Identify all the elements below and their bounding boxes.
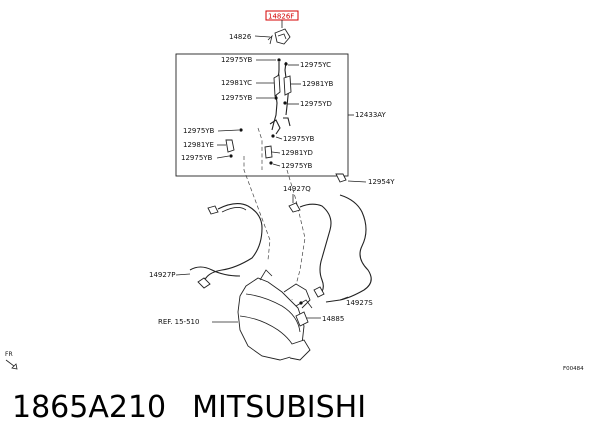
fr-arrow-icon (5, 359, 18, 370)
label-12975yb-6[interactable]: 12975YB (281, 162, 313, 170)
label-12975yb-5[interactable]: 12975YB (283, 135, 315, 143)
parts-diagram: 14826F 14826 12433AY 12975YB 12975YC 129… (5, 10, 584, 372)
label-12975yb-1[interactable]: 12975YB (221, 56, 253, 64)
figure-code: F00484 (563, 366, 584, 372)
label-12981yc[interactable]: 12981YC (221, 79, 252, 87)
label-14927q[interactable]: 14927Q (283, 185, 311, 193)
label-14927p[interactable]: 14927P (149, 271, 176, 279)
label-14826f[interactable]: 14826F (268, 13, 294, 21)
label-14885[interactable]: 14885 (322, 315, 344, 323)
caption: 1865A210 MITSUBISHI (12, 390, 366, 430)
sensor-14927s (313, 286, 325, 298)
top-connector (274, 28, 291, 45)
label-14927s[interactable]: 14927S (346, 299, 373, 307)
sensor-wire-right (288, 194, 372, 303)
brand-name: MITSUBISHI (192, 390, 367, 425)
label-12975yd[interactable]: 12975YD (300, 100, 332, 108)
label-12975yb-4[interactable]: 12975YB (181, 154, 213, 162)
sensor-14927p (197, 277, 211, 289)
label-12981ye[interactable]: 12981YE (183, 141, 214, 149)
sensor-wire-left (199, 203, 263, 283)
routing-dash-left (243, 156, 271, 261)
connector-12954y (335, 173, 347, 183)
label-ref[interactable]: REF. 15-510 (158, 318, 199, 326)
part-number: 1865A210 (12, 390, 167, 425)
label-14826[interactable]: 14826 (229, 33, 252, 41)
routing-dash-right (286, 169, 306, 301)
leader-14826 (254, 35, 271, 38)
clip-14826 (267, 34, 273, 45)
label-12975yc[interactable]: 12975YC (300, 61, 331, 69)
hose-assembly (225, 58, 292, 165)
catalytic-converter (237, 269, 313, 361)
label-12981yb[interactable]: 12981YB (302, 80, 334, 88)
label-12975yb-3[interactable]: 12975YB (183, 127, 215, 135)
label-12433ay[interactable]: 12433AY (355, 111, 387, 119)
direction-label: FR (5, 351, 13, 358)
label-12975yb-2[interactable]: 12975YB (221, 94, 253, 102)
label-12954y[interactable]: 12954Y (368, 178, 395, 186)
label-12981yd[interactable]: 12981YD (281, 149, 313, 157)
